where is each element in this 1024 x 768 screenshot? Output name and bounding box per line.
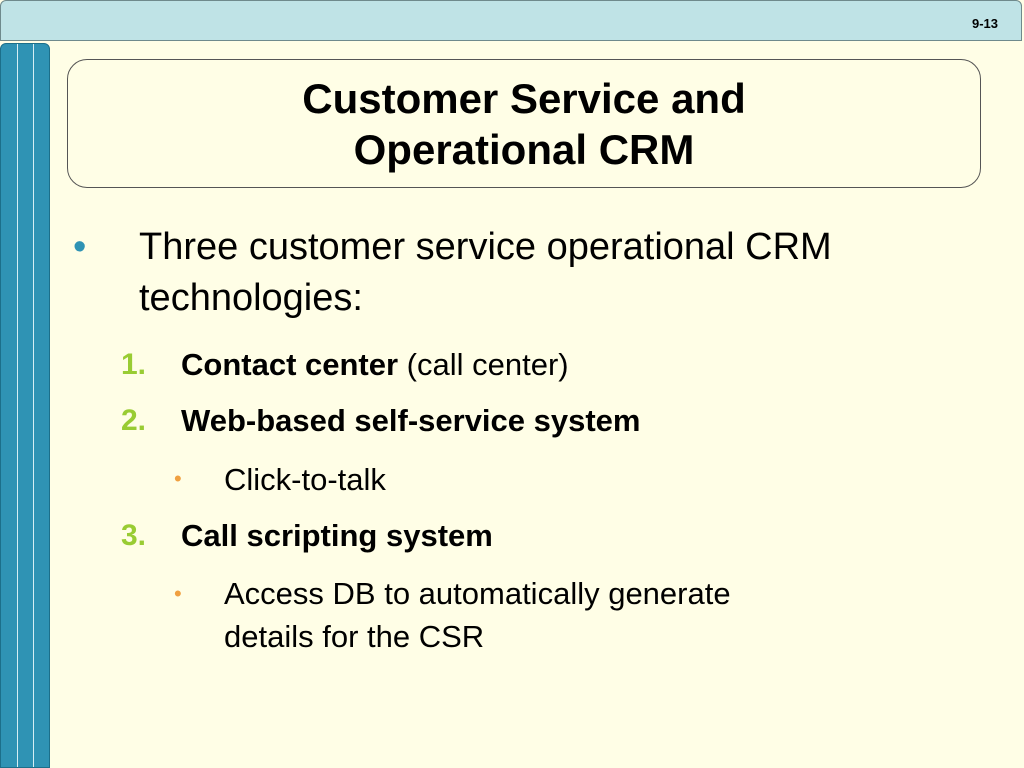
side-bar-line (17, 44, 18, 767)
intro-text: Three customer service operational CRM t… (139, 222, 999, 324)
sub-item-line-1: Click-to-talk (224, 462, 386, 497)
list-item-web-self-service: Web-based self-service system (181, 403, 641, 439)
slide-number: 9-13 (971, 16, 998, 31)
sub-bullet-icon: • (174, 581, 182, 606)
intro-line-2: technologies: (139, 277, 363, 319)
item-number: 3. (121, 519, 147, 552)
list-item-bold: Call scripting system (181, 518, 493, 553)
list-item-bold: Contact center (181, 347, 399, 382)
sub-item-line-2: details for the CSR (224, 619, 485, 654)
item-number: 2. (121, 404, 147, 437)
sub-item-click-to-talk: Click-to-talk (224, 458, 924, 501)
slide-title-line-2: Operational CRM (353, 125, 695, 173)
top-bar: 9-13 (0, 0, 1022, 41)
intro-line-1: Three customer service operational CRM (139, 226, 832, 268)
sub-item-access-db: Access DB to automatically generate deta… (224, 572, 924, 658)
list-item-call-scripting: Call scripting system (181, 518, 493, 554)
sub-item-line-1: Access DB to automatically generate (224, 576, 731, 611)
side-bar (0, 43, 50, 768)
list-item-contact-center: Contact center (call center) (181, 347, 569, 383)
list-item-bold: Web-based self-service system (181, 403, 641, 438)
title-box: Customer Service and Operational CRM (67, 59, 981, 188)
side-bar-line (33, 44, 34, 767)
list-item-normal: (call center) (398, 347, 569, 382)
slide-title-line-1: Customer Service and (302, 74, 746, 122)
item-number: 1. (121, 348, 147, 381)
sub-bullet-icon: • (174, 466, 182, 491)
bullet-icon: • (73, 226, 87, 268)
